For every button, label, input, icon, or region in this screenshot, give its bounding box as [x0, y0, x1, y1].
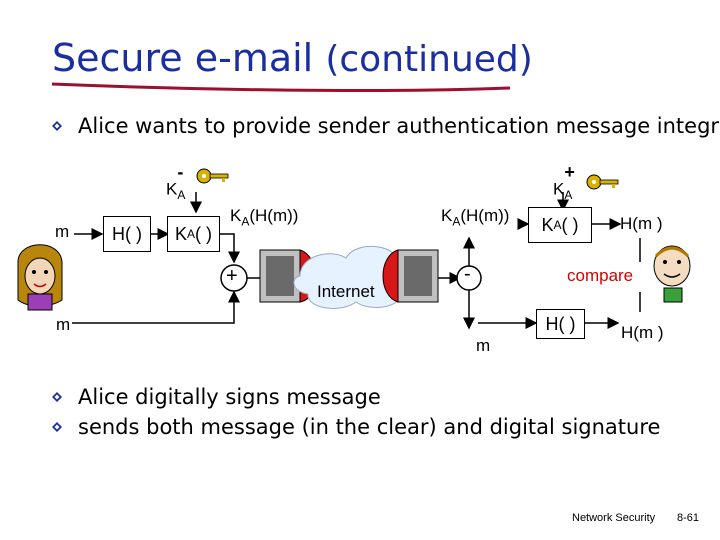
split-symbol: -	[464, 263, 471, 285]
page-title: Secure e-mail (continued)	[52, 36, 533, 80]
hash-output-bottom: H(m )	[621, 323, 664, 342]
footer-course: Network Security	[572, 512, 656, 524]
message-m-right: m	[476, 336, 491, 355]
diamond-bullet-icon	[52, 392, 62, 402]
title-main: Secure e-mail	[52, 36, 314, 80]
hash-function-box: H( )	[103, 216, 151, 252]
key-icon	[586, 174, 619, 190]
internet-label: Internet	[317, 282, 375, 301]
concat-symbol: +	[226, 265, 238, 287]
received-signature-label: KA(H(m))	[441, 206, 510, 229]
bob-icon	[653, 245, 691, 303]
message-m-bottom: m	[56, 315, 71, 334]
key-icon	[196, 168, 229, 184]
bullet-2: sends both message (in the clear) and di…	[78, 415, 661, 439]
hash-function-box-right: H( )	[536, 309, 585, 339]
hash-output-top: H(m )	[620, 214, 663, 233]
concat-circle	[220, 264, 248, 292]
bullet-1: Alice digitally signs message	[78, 385, 381, 409]
compare-label: compare	[567, 266, 634, 285]
signed-digest-label: KA(H(m))	[230, 206, 299, 229]
split-circle	[456, 265, 482, 291]
diamond-bullet-icon	[52, 422, 62, 432]
title-paren: (continued)	[325, 39, 533, 80]
intro-bullet: Alice wants to provide sender authentica…	[78, 114, 720, 138]
diamond-bullet-icon	[52, 121, 62, 131]
public-key-label: KA+	[553, 162, 575, 203]
router-icon	[382, 249, 439, 303]
private-key-label: KA-	[166, 162, 186, 203]
alice-icon	[17, 244, 63, 311]
message-m-left: m	[55, 222, 70, 241]
footer-page: 8-61	[677, 512, 700, 524]
